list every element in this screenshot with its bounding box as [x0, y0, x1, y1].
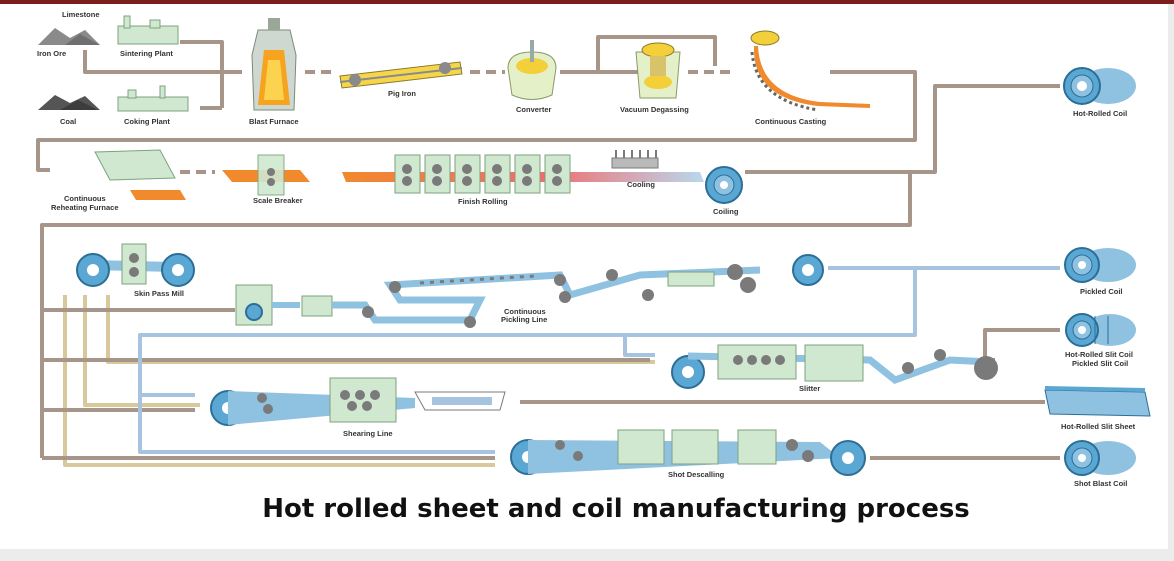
label-continuous-casting: Continuous Casting — [755, 117, 827, 126]
flow-casting-down — [36, 70, 917, 172]
label-shot-descaling: Shot Descalling — [668, 470, 725, 479]
slit-coil-icon — [1065, 313, 1136, 347]
label-reheating-1: Continuous — [64, 194, 106, 203]
label-skin-pass-mill: Skin Pass Mill — [134, 289, 184, 298]
shot-descaling-icon — [510, 429, 866, 476]
label-sintering-plant: Sintering Plant — [120, 49, 173, 58]
ore-piles — [38, 28, 100, 110]
flow-skinpass-1 — [63, 295, 495, 467]
label-shot-blast-coil: Shot Blast Coil — [1074, 479, 1127, 488]
diagram-canvas: Limestone Iron Ore Sintering Plant Coal … — [0, 0, 1174, 549]
cooling-sprays-icon — [611, 150, 659, 169]
top-accent-bar — [0, 0, 1174, 4]
label-iron-ore: Iron Ore — [37, 49, 66, 58]
label-pig-iron: Pig Iron — [388, 89, 416, 98]
flow-pickled-down — [138, 268, 917, 454]
label-slitter: Slitter — [799, 384, 820, 393]
hot-rolled-coil-icon — [1063, 67, 1136, 105]
flow-coiling-right — [745, 84, 1060, 174]
label-reheating-2: Reheating Furnace — [51, 203, 119, 212]
label-blast-furnace: Blast Furnace — [249, 117, 299, 126]
process-diagram: Limestone Iron Ore Sintering Plant Coal … — [36, 10, 1151, 488]
flow-skinpass-3 — [106, 295, 655, 364]
sintering-plant-icon — [117, 15, 179, 45]
flow-lines — [36, 35, 1060, 467]
label-scale-breaker: Scale Breaker — [253, 196, 303, 205]
flow-skinpass-2 — [83, 295, 200, 407]
flow-sinter — [180, 40, 224, 108]
shearing-line-icon — [210, 377, 506, 426]
slit-sheet-icon — [1044, 386, 1151, 417]
converter-icon — [507, 40, 557, 100]
label-pickled-coil: Pickled Coil — [1080, 287, 1123, 296]
label-finish-rolling: Finish Rolling — [458, 197, 508, 206]
continuous-pickling-line-icon — [235, 254, 824, 328]
label-slit-coil-1: Hot-Rolled Slit Coil — [1065, 350, 1133, 359]
shot-blast-coil-icon — [1064, 440, 1136, 476]
pig-iron-icon — [339, 61, 463, 89]
scale-breaker-icon — [222, 154, 310, 196]
flow-vacuum-loop — [596, 35, 717, 72]
label-cooling: Cooling — [627, 180, 655, 189]
label-vacuum-degassing: Vacuum Degassing — [620, 105, 689, 114]
label-slit-sheet: Hot-Rolled Slit Sheet — [1061, 422, 1136, 431]
slitter-icon — [671, 344, 998, 389]
continuous-casting-icon — [750, 30, 870, 112]
flow-pickled-slitter — [623, 335, 655, 357]
diagram-caption: Hot rolled sheet and coil manufacturing … — [262, 494, 970, 524]
coiling-icon — [705, 166, 743, 204]
label-hot-rolled-coil: Hot-Rolled Coil — [1073, 109, 1127, 118]
label-coal: Coal — [60, 117, 76, 126]
label-pickling-2: Pickling Line — [501, 315, 547, 324]
labels: Limestone Iron Ore Sintering Plant Coal … — [37, 10, 1136, 488]
label-limestone: Limestone — [62, 10, 100, 19]
label-converter: Converter — [516, 105, 552, 114]
label-shearing-line: Shearing Line — [343, 429, 393, 438]
vacuum-degassing-icon — [635, 42, 681, 99]
pickled-coil-icon — [1064, 247, 1136, 283]
label-coiling: Coiling — [713, 207, 739, 216]
blast-furnace-icon — [251, 18, 297, 111]
skin-pass-mill-icon — [76, 243, 195, 287]
label-pickling-1: Continuous — [504, 307, 546, 316]
flow-slitter-out — [983, 328, 1060, 362]
label-slit-coil-2: Pickled Slit Coil — [1072, 359, 1128, 368]
finish-rolling-icon — [342, 154, 704, 194]
label-coking-plant: Coking Plant — [124, 117, 170, 126]
flow-iron-ore — [83, 50, 222, 74]
reheating-furnace-icon — [94, 149, 186, 200]
coking-plant-icon — [117, 85, 189, 112]
flow-coiling-down — [40, 172, 912, 458]
